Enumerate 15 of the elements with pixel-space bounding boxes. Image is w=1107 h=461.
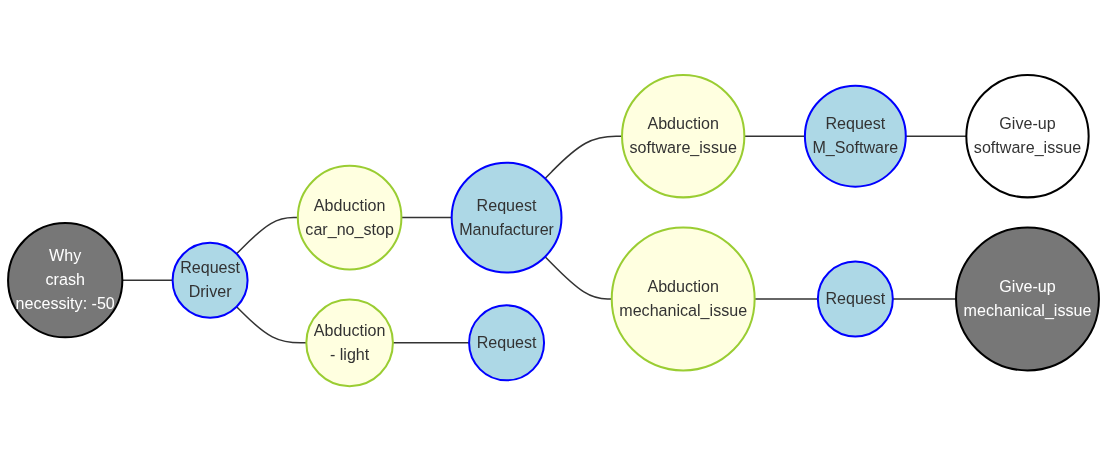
connector	[544, 135, 623, 180]
connector	[392, 342, 470, 344]
node-circle: Request	[816, 260, 894, 338]
node-circle: Abduction mechanical_issue	[610, 226, 756, 372]
node-circle: Abduction software_issue	[621, 73, 746, 199]
connector	[892, 298, 957, 300]
node-circle: Request Manufacturer	[450, 161, 563, 274]
node-circle: Request M_Software	[803, 84, 907, 188]
node-circle: Abduction - light	[305, 298, 394, 388]
node-circle: Give-up software_issue	[965, 73, 1090, 199]
node-circle: Why crash necessity: -50	[7, 221, 124, 339]
node-circle: Abduction car_no_stop	[296, 164, 403, 271]
node-circle: Request	[468, 304, 546, 382]
node-circle: Give-up mechanical_issue	[955, 226, 1100, 372]
node-circle: Request Driver	[171, 241, 249, 319]
